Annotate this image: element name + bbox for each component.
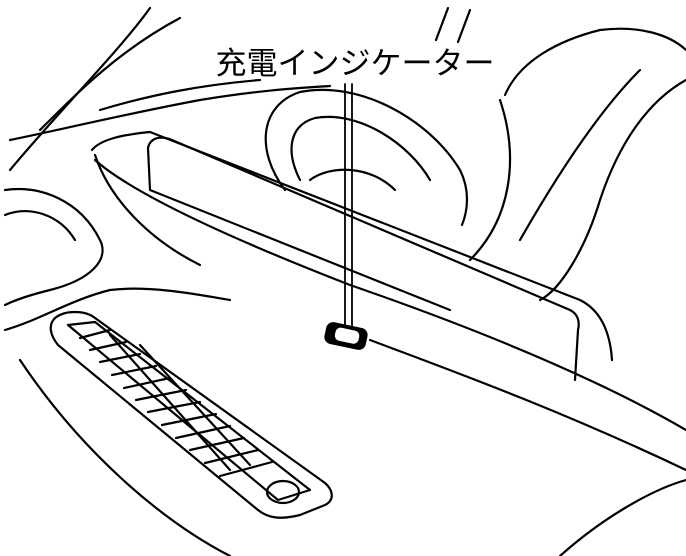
dash-right-edge xyxy=(368,338,686,472)
dash-lower-edge xyxy=(18,358,232,556)
windshield-line xyxy=(98,78,262,112)
meter-hood xyxy=(146,136,580,382)
air-vent xyxy=(49,310,333,519)
seat-outline xyxy=(503,27,686,97)
seat-back xyxy=(468,98,512,262)
seat-side xyxy=(538,78,686,302)
steering-wheel-outer xyxy=(264,88,469,227)
dashboard-top-edge xyxy=(90,130,614,362)
seat-side-2 xyxy=(518,68,642,242)
a-pillar-inner xyxy=(38,16,182,132)
leader-line xyxy=(344,83,353,331)
dashboard-front xyxy=(93,153,202,267)
left-dash-lower xyxy=(3,287,232,332)
a-pillar xyxy=(8,6,152,172)
charging-indicator xyxy=(324,322,368,350)
steering-wheel-inner xyxy=(290,115,432,182)
steering-hub xyxy=(308,168,397,192)
right-curve xyxy=(558,478,686,556)
pillar-right-2 xyxy=(456,8,472,44)
left-panel-curve-2 xyxy=(3,210,77,242)
meter-hood-bottom xyxy=(146,146,452,312)
left-panel-curve xyxy=(3,188,104,307)
pillar-right-1 xyxy=(434,6,450,42)
windshield-base xyxy=(8,84,332,142)
vent-knob xyxy=(265,479,301,505)
dashboard-top-edge-2 xyxy=(93,158,686,432)
charging-indicator-label: 充電インジケーター xyxy=(215,46,495,82)
